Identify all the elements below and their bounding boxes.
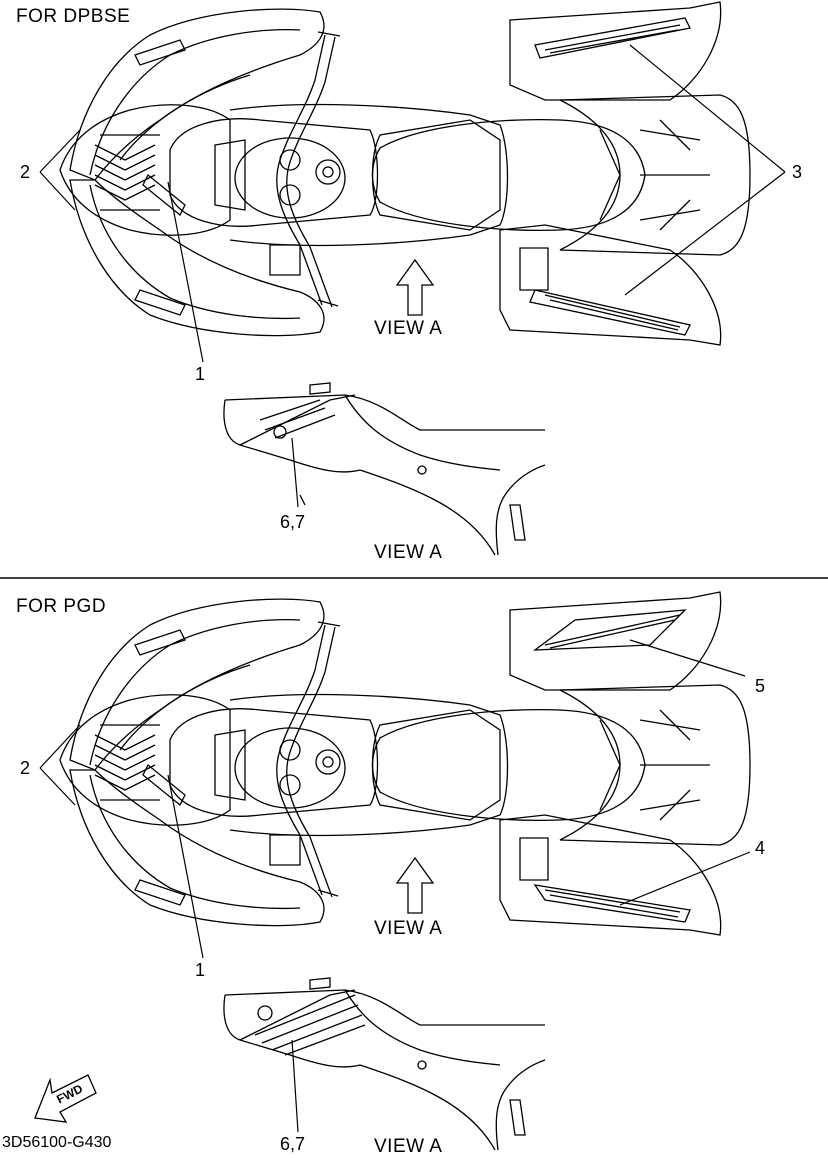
callout-4: 4 <box>755 838 766 858</box>
atv-top-view <box>59 1 751 346</box>
atv-top-view <box>59 591 751 936</box>
leader-lines <box>39 44 786 508</box>
view-a-label: VIEW A <box>374 318 443 339</box>
fwd-arrow-icon <box>34 1074 97 1123</box>
callout-6-7: 6,7 <box>280 512 306 532</box>
view-a-label: VIEW A <box>374 918 443 939</box>
view-a-detail-label: VIEW A <box>374 1136 443 1157</box>
view-direction-arrow <box>395 258 435 316</box>
view-a-detail-label: VIEW A <box>374 542 443 563</box>
drawing-code: 3D56100-G430 <box>2 1134 112 1151</box>
section-title: FOR PGD <box>16 596 107 617</box>
view-a-detail <box>223 382 546 556</box>
callout-3: 3 <box>792 162 803 182</box>
callout-2: 2 <box>20 758 31 778</box>
callout-5: 5 <box>755 676 766 696</box>
view-a-detail <box>223 977 546 1151</box>
section-title: FOR DPBSE <box>16 6 131 27</box>
leader-lines <box>39 639 751 1133</box>
callout-1: 1 <box>195 960 206 980</box>
callout-2: 2 <box>20 162 31 182</box>
callout-6-7: 6,7 <box>280 1134 306 1154</box>
callout-1: 1 <box>195 364 206 384</box>
view-direction-arrow <box>395 856 435 914</box>
